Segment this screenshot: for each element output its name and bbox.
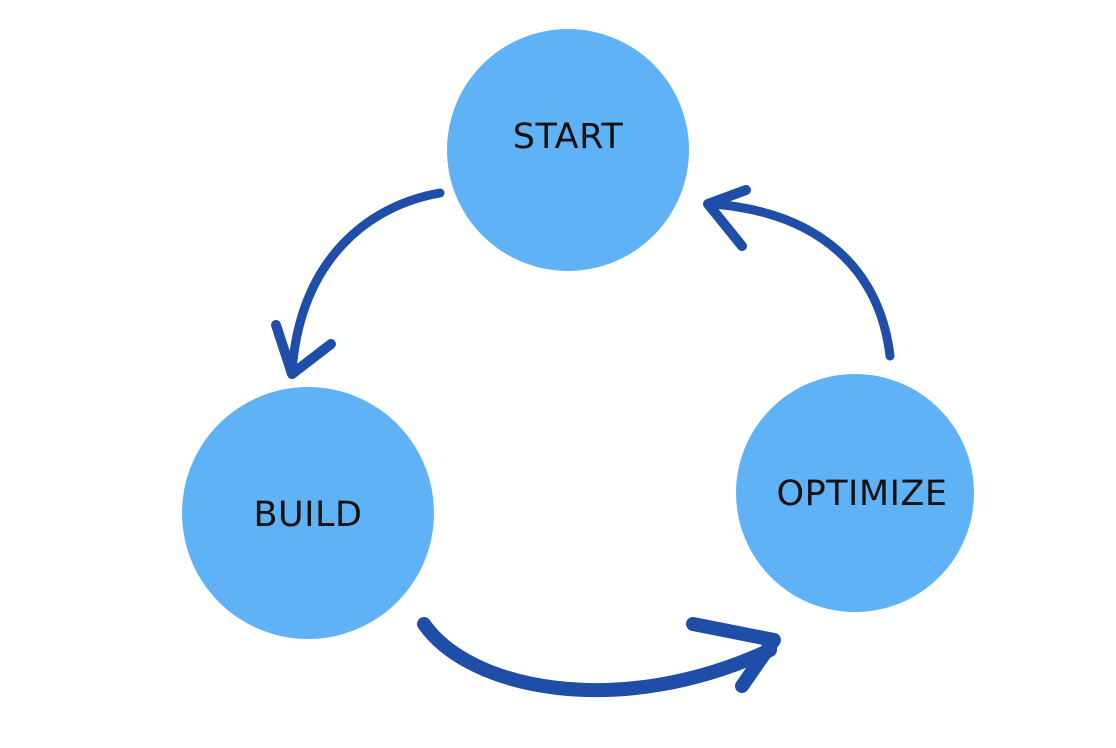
node-build-circle [182, 387, 434, 639]
node-optimize-label: OPTIMIZE [777, 474, 948, 514]
arrow-optimize-to-start-head [703, 185, 751, 251]
arrow-start-to-build-shaft [287, 188, 445, 377]
arrow-build-to-optimize-shaft [417, 617, 777, 698]
node-optimize-circle [736, 374, 974, 612]
node-start-circle [447, 29, 689, 271]
arrow-optimize-to-start [703, 185, 895, 361]
node-start-label: START [513, 117, 624, 157]
arrow-build-to-optimize-head [686, 617, 781, 693]
node-build: BUILD [182, 387, 434, 639]
arrow-start-to-build [271, 188, 445, 379]
arrow-optimize-to-start-shaft [707, 199, 895, 361]
node-start: START [447, 29, 689, 271]
node-build-label: BUILD [254, 495, 363, 535]
node-optimize: OPTIMIZE [736, 374, 974, 612]
arrow-start-to-build-head [271, 320, 336, 379]
arrow-build-to-optimize [417, 617, 781, 698]
